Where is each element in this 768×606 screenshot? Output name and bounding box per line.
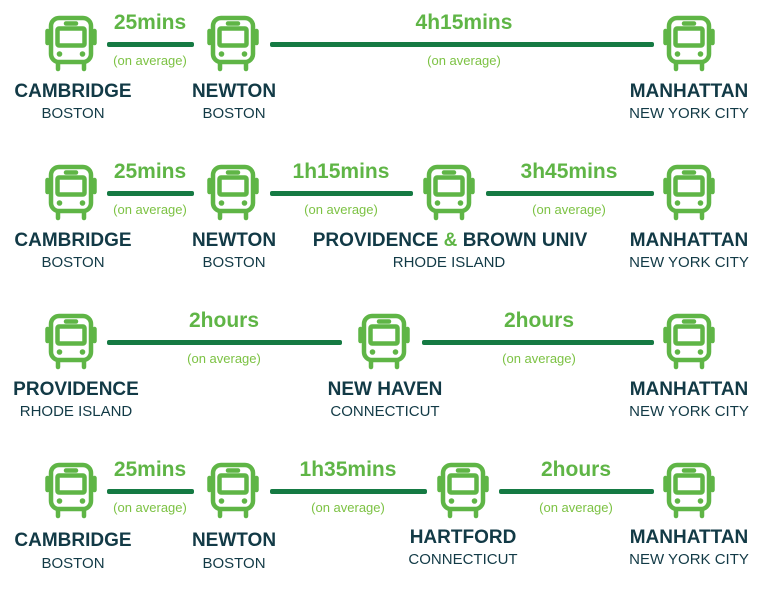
segment-note: (on average) xyxy=(539,500,613,515)
segment-duration: 1h15mins xyxy=(292,160,390,183)
bus-icon xyxy=(663,14,715,72)
segment-duration: 3h45mins xyxy=(520,160,618,183)
stop-city: CAMBRIDGE xyxy=(14,530,132,551)
bus-icon xyxy=(358,312,410,370)
segment-duration: 25mins xyxy=(113,160,187,183)
stop-region: RHODE ISLAND xyxy=(19,403,133,420)
segment-note: (on average) xyxy=(502,351,576,366)
stop-region: CONNECTICUT xyxy=(330,403,440,420)
stop-region: BOSTON xyxy=(41,105,105,122)
stop-region: BOSTON xyxy=(202,555,266,572)
stop-region: NEW YORK CITY xyxy=(629,105,749,122)
stop-city: MANHATTAN xyxy=(629,230,749,251)
route-line xyxy=(270,42,654,47)
bus-icon xyxy=(207,14,259,72)
route-3: 2hours (on average) 2hours (on average) … xyxy=(0,306,768,456)
stop-city: NEWTON xyxy=(191,230,277,251)
route-4: 25mins (on average) 1h35mins (on average… xyxy=(0,455,768,605)
bus-icon xyxy=(45,14,97,72)
route-1: 25mins (on average) 4h15mins (on average… xyxy=(0,8,768,158)
stop-region: NEW YORK CITY xyxy=(629,254,749,271)
ampersand: & xyxy=(443,230,458,251)
bus-icon xyxy=(45,163,97,221)
route-line xyxy=(107,489,194,494)
segment-duration: 25mins xyxy=(113,458,187,481)
stop-region: CONNECTICUT xyxy=(408,551,518,568)
stop-city: NEWTON xyxy=(191,81,277,102)
stop-city: NEW HAVEN xyxy=(327,379,443,400)
stop-city: MANHATTAN xyxy=(629,527,749,548)
stop-city: PROVIDENCE & BROWN UNIV xyxy=(300,230,600,252)
bus-icon xyxy=(663,461,715,519)
stop-region: NEW YORK CITY xyxy=(629,551,749,568)
route-line xyxy=(107,42,194,47)
route-2: 25mins (on average) 1h15mins (on average… xyxy=(0,157,768,307)
bus-icon xyxy=(663,163,715,221)
stop-city: CAMBRIDGE xyxy=(14,230,132,251)
stop-city: PROVIDENCE xyxy=(13,379,139,400)
segment-note: (on average) xyxy=(532,202,606,217)
bus-icon xyxy=(207,163,259,221)
stop-city: CAMBRIDGE xyxy=(14,81,132,102)
stop-region: NEW YORK CITY xyxy=(629,403,749,420)
stop-region: BOSTON xyxy=(202,105,266,122)
bus-icon xyxy=(437,461,489,519)
bus-icon xyxy=(663,312,715,370)
route-line xyxy=(270,191,413,196)
stop-region: BOSTON xyxy=(41,555,105,572)
bus-icon xyxy=(45,312,97,370)
stop-region: BOSTON xyxy=(202,254,266,271)
segment-note: (on average) xyxy=(113,500,187,515)
route-line xyxy=(270,489,427,494)
stop-city: MANHATTAN xyxy=(629,379,749,400)
segment-duration: 4h15mins xyxy=(415,11,513,34)
bus-icon xyxy=(45,461,97,519)
segment-duration: 2hours xyxy=(503,309,574,332)
route-line xyxy=(422,340,654,345)
segment-note: (on average) xyxy=(187,351,261,366)
segment-duration: 2hours xyxy=(188,309,259,332)
stop-city-part: BROWN UNIV xyxy=(462,230,588,251)
segment-note: (on average) xyxy=(427,53,501,68)
stop-city: HARTFORD xyxy=(409,527,517,548)
segment-note: (on average) xyxy=(113,53,187,68)
stop-city: NEWTON xyxy=(191,530,277,551)
route-line xyxy=(486,191,654,196)
segment-note: (on average) xyxy=(113,202,187,217)
route-line xyxy=(107,340,342,345)
bus-icon xyxy=(207,461,259,519)
stop-city-part: PROVIDENCE xyxy=(312,230,439,251)
stop-city: MANHATTAN xyxy=(629,81,749,102)
segment-duration: 1h35mins xyxy=(299,458,397,481)
stop-region: RHODE ISLAND xyxy=(392,254,506,271)
segment-note: (on average) xyxy=(304,202,378,217)
route-line xyxy=(499,489,654,494)
stop-region: BOSTON xyxy=(41,254,105,271)
route-line xyxy=(107,191,194,196)
segment-duration: 2hours xyxy=(540,458,611,481)
bus-icon xyxy=(423,163,475,221)
segment-note: (on average) xyxy=(311,500,385,515)
segment-duration: 25mins xyxy=(113,11,187,34)
